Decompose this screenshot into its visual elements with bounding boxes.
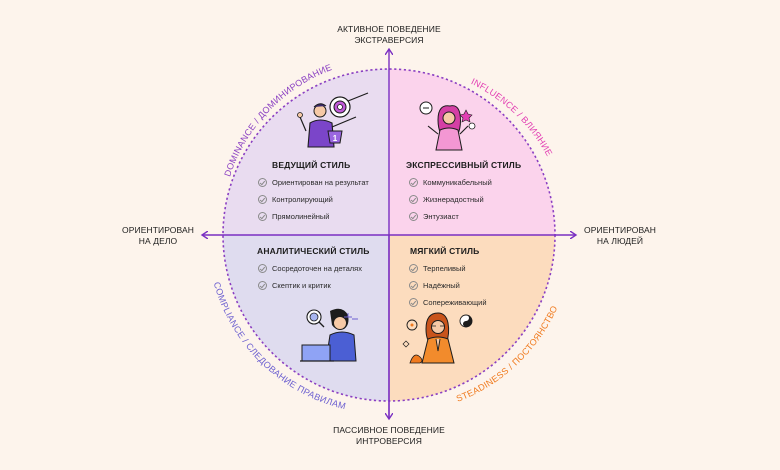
trait-label: Скептик и критик [272,281,331,290]
trait-label: Ориентирован на результат [272,178,369,187]
influence-trait: Жизнерадостный [409,195,484,204]
steadiness-fill [389,235,555,401]
axis-label-left-line2: НА ДЕЛО [138,236,178,246]
steadiness-trait: Надёжный [409,281,460,290]
steadiness-title: МЯГКИЙ СТИЛЬ [410,246,480,256]
axis-label-right-line2: НА ЛЮДЕЙ [596,236,644,246]
trait-label: Сопереживающий [423,298,487,307]
compliance-trait: Сосредоточен на деталях [258,264,362,273]
influence-trait: Энтузиаст [409,212,459,221]
influence-title: ЭКСПРЕССИВНЫЙ СТИЛЬ [406,160,522,170]
trait-label: Сосредоточен на деталях [272,264,362,273]
trait-label: Терпеливый [423,264,466,273]
axis-label-left-line1: ОРИЕНТИРОВАН [122,225,194,235]
check-icon [409,212,418,221]
compliance-title: АНАЛИТИЧЕСКИЙ СТИЛЬ [257,246,370,256]
trait-label: Надёжный [423,281,460,290]
dominance-title: ВЕДУЩИЙ СТИЛЬ [272,160,351,170]
trait-label: Контролирующий [272,195,333,204]
check-icon [258,281,267,290]
svg-text:1: 1 [333,134,338,143]
dominance-trait: Прямолинейный [258,212,330,221]
axis-label-top-line1: АКТИВНОЕ ПОВЕДЕНИЕ [337,24,441,34]
compliance-fill [223,235,389,401]
check-icon [258,195,267,204]
axis-label-bottom-line2: ИНТРОВЕРСИЯ [356,436,422,446]
check-icon [409,195,418,204]
steadiness-trait: Терпеливый [409,264,466,273]
steadiness-trait: Сопереживающий [409,298,487,307]
axis-label-top: АКТИВНОЕ ПОВЕДЕНИЕ ЭКСТРАВЕРСИЯ [320,24,458,46]
check-icon [409,298,418,307]
man-laptop-icon [300,308,358,362]
trait-label: Жизнерадостный [423,195,484,204]
influence-fill [389,69,555,235]
axis-label-bottom: ПАССИВНОЕ ПОВЕДЕНИЕ ИНТРОВЕРСИЯ [320,425,458,447]
check-icon [258,264,267,273]
compliance-trait: Скептик и критик [258,281,331,290]
woman-talking-icon [419,101,476,151]
dominance-fill [223,69,389,235]
axis-label-top-line2: ЭКСТРАВЕРСИЯ [354,35,424,45]
influence-trait: Коммуникабельный [409,178,492,187]
axis-label-left: ОРИЕНТИРОВАН НА ДЕЛО [118,225,198,247]
dominance-trait: Контролирующий [258,195,333,204]
trait-label: Энтузиаст [423,212,459,221]
axis-label-right-line1: ОРИЕНТИРОВАН [584,225,656,235]
check-icon [409,178,418,187]
check-icon [409,281,418,290]
check-icon [258,178,267,187]
axis-label-right: ОРИЕНТИРОВАН НА ЛЮДЕЙ [580,225,660,247]
person-target-icon: 1 [297,92,369,148]
check-icon [409,264,418,273]
trait-label: Прямолинейный [272,212,330,221]
trait-label: Коммуникабельный [423,178,492,187]
axis-label-bottom-line1: ПАССИВНОЕ ПОВЕДЕНИЕ [333,425,445,435]
dominance-trait: Ориентирован на результат [258,178,369,187]
woman-meditating-icon [402,312,473,364]
check-icon [258,212,267,221]
